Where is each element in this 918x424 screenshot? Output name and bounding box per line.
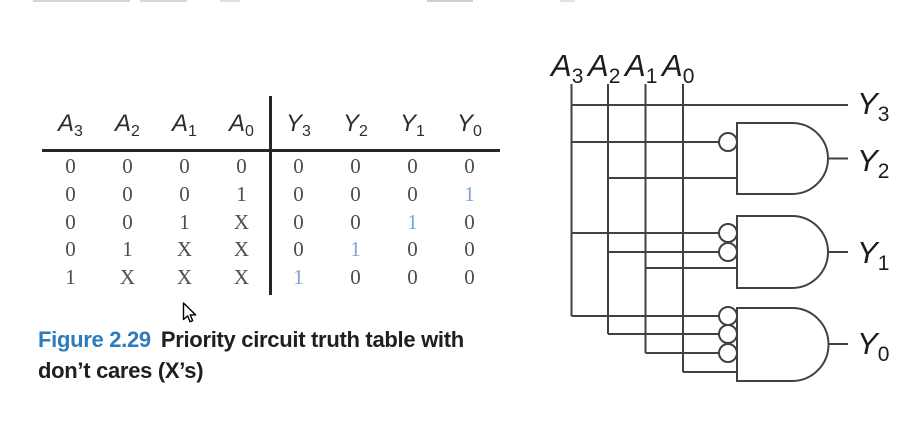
column-header-y1: Y1	[400, 110, 425, 140]
figure-caption: Figure 2.29 Priority circuit truth table …	[38, 324, 538, 386]
output-cell: 1	[407, 209, 418, 234]
output-cell: 0	[350, 154, 361, 179]
and-gate-y0	[736, 307, 830, 382]
output-cell: 0	[293, 237, 304, 262]
cropped-content-artifact	[33, 0, 130, 2]
column-header-y3: Y3	[286, 110, 311, 140]
inverter-bubble-y2-a3	[718, 132, 738, 152]
input-cell: 1	[65, 265, 76, 290]
input-cell: 0	[122, 209, 133, 234]
output-cell: 0	[350, 209, 361, 234]
cropped-content-artifact	[427, 0, 473, 2]
circuit-input-label-a3: A3	[551, 48, 584, 88]
and-gate-y2	[736, 122, 829, 195]
column-header-a1: A1	[172, 110, 197, 140]
input-cell: X	[176, 265, 193, 290]
table-row: 0 1 X X 0 1 0 0	[42, 236, 498, 264]
cropped-content-artifact	[560, 0, 575, 2]
table-row: 1 X X X 1 0 0 0	[42, 264, 498, 292]
circuit-output-label-y0: Y0	[857, 326, 890, 366]
input-cell: 1	[122, 237, 133, 262]
input-cell: X	[233, 237, 250, 262]
inverter-bubble-y0-a1	[718, 343, 738, 363]
circuit-output-label-y1: Y1	[857, 235, 890, 275]
column-header-a3: A3	[58, 110, 83, 140]
cropped-content-artifact	[220, 0, 240, 2]
input-cell: 0	[65, 237, 76, 262]
input-cell: 0	[65, 182, 76, 207]
circuit-input-label-a2: A2	[588, 48, 621, 88]
output-cell: 0	[407, 182, 418, 207]
output-cell: 0	[407, 154, 418, 179]
table-io-divider	[269, 96, 272, 295]
circuit-input-label-a0: A0	[662, 48, 695, 88]
input-cell: 1	[179, 209, 190, 234]
circuit-input-label-a1: A1	[625, 48, 658, 88]
output-cell: 1	[350, 237, 361, 262]
output-cell: 0	[407, 237, 418, 262]
cropped-content-artifact	[140, 0, 187, 2]
inverter-bubble-y0-a3	[718, 306, 738, 326]
table-row: 0 0 1 X 0 0 1 0	[42, 208, 498, 236]
input-cell: X	[233, 265, 250, 290]
mouse-cursor	[182, 302, 197, 323]
figure-caption-line1: Priority circuit truth table with	[160, 327, 464, 352]
and-gate-y1	[736, 215, 829, 289]
input-cell: 0	[65, 209, 76, 234]
output-cell: 0	[464, 265, 475, 290]
input-cell: 0	[65, 154, 76, 179]
output-cell: 0	[293, 209, 304, 234]
output-cell: 0	[350, 265, 361, 290]
figure-label: Figure 2.29	[38, 327, 151, 352]
input-cell: 0	[122, 154, 133, 179]
table-row: 0 0 0 1 0 0 0 1	[42, 181, 498, 209]
output-cell: 1	[464, 182, 475, 207]
output-cell: 0	[464, 237, 475, 262]
input-cell: X	[233, 209, 250, 234]
inverter-bubble-y0-a2	[718, 324, 738, 344]
input-cell: 1	[236, 182, 247, 207]
output-cell: 0	[464, 154, 475, 179]
inverter-bubble-y1-a3	[718, 223, 738, 243]
circuit-output-label-y3: Y3	[857, 86, 890, 126]
input-cell: X	[176, 237, 193, 262]
inverter-bubble-y1-a2	[718, 242, 738, 262]
figure-caption-line2: don’t cares (X’s)	[38, 358, 204, 383]
circuit-output-label-y2: Y2	[857, 143, 890, 183]
output-cell: 0	[350, 182, 361, 207]
column-header-a2: A2	[115, 110, 140, 140]
input-cell: X	[119, 265, 136, 290]
input-cell: 0	[179, 182, 190, 207]
column-header-a0: A0	[229, 110, 254, 140]
output-cell: 0	[407, 265, 418, 290]
output-cell: 0	[293, 182, 304, 207]
input-cell: 0	[236, 154, 247, 179]
table-row: 0 0 0 0 0 0 0 0	[42, 153, 498, 181]
output-cell: 0	[464, 209, 475, 234]
input-cell: 0	[179, 154, 190, 179]
input-cell: 0	[122, 182, 133, 207]
output-cell: 0	[293, 154, 304, 179]
truth-table-header: A3 A2 A1 A0 Y3 Y2 Y1 Y0	[42, 110, 498, 141]
column-header-y2: Y2	[343, 110, 368, 140]
column-header-y0: Y0	[457, 110, 482, 140]
output-cell: 1	[293, 265, 304, 290]
